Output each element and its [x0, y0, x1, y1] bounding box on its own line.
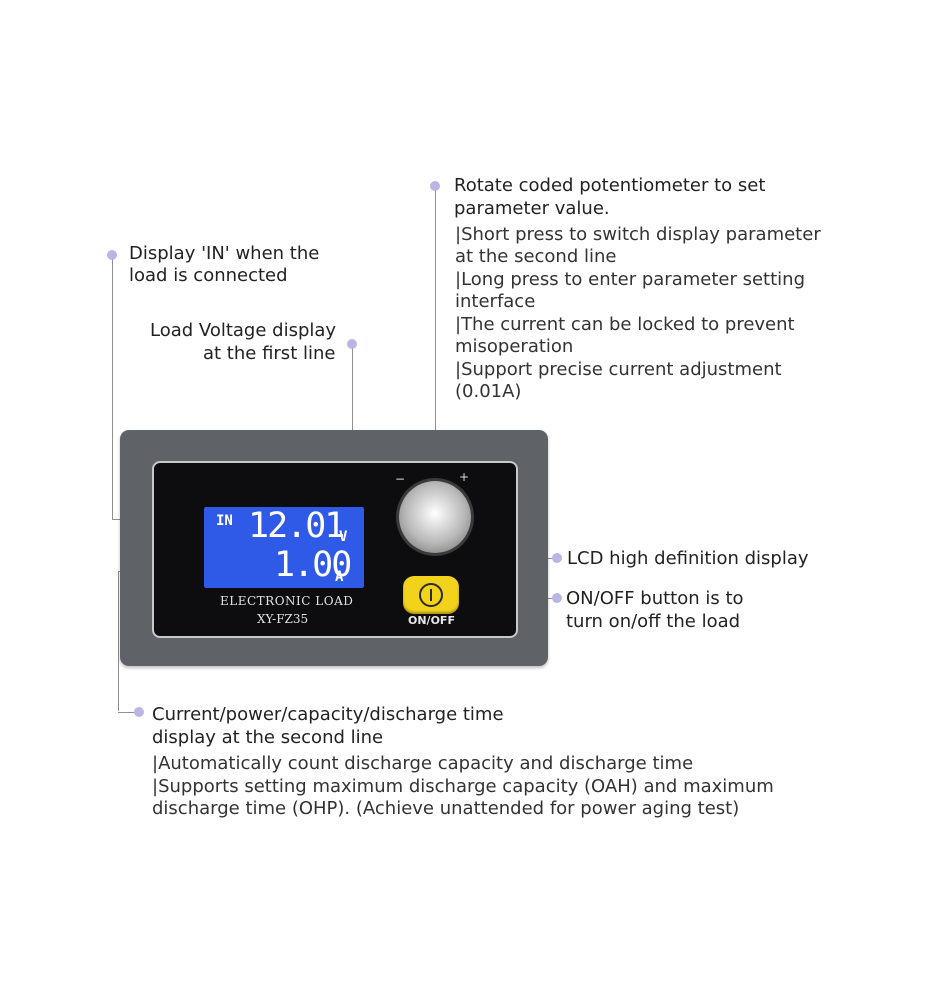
- leader-line-potentiometer: [435, 188, 436, 488]
- label-potentiometer-1: Rotate coded potentiometer to set: [454, 175, 766, 196]
- label-potentiometer-2: parameter value.: [454, 198, 610, 219]
- bullet-load-voltage: [347, 339, 357, 349]
- bullet-onoff: [552, 593, 562, 603]
- label-display-in-1: Display 'IN' when the: [129, 243, 320, 264]
- lcd-voltage-unit: V: [339, 529, 348, 545]
- lcd-voltage-value: 12.01: [248, 506, 345, 546]
- label-onoff-2: turn on/off the load: [566, 611, 741, 632]
- bullet-lcd: [552, 553, 562, 563]
- label-second-line-1: Current/power/capacity/discharge time: [152, 704, 504, 725]
- leader-line-second-foot: [118, 712, 138, 713]
- label-load-voltage-1: Load Voltage display: [150, 320, 337, 341]
- onoff-button[interactable]: [403, 576, 459, 614]
- lcd-current-value: 1.00: [274, 545, 352, 585]
- onoff-button-label: ON/OFF: [408, 614, 455, 627]
- pot-detail-5: |The current can be locked to prevent: [455, 314, 795, 335]
- pot-detail-3: |Long press to enter parameter setting: [455, 269, 806, 290]
- pot-detail-4: interface: [455, 291, 536, 312]
- power-icon: [419, 583, 443, 607]
- second-detail-2: |Supports setting maximum discharge capa…: [152, 776, 774, 797]
- lcd-in-indicator: IN: [216, 513, 233, 529]
- leader-line-second-v: [118, 571, 119, 711]
- pot-detail-7: |Support precise current adjustment: [455, 359, 782, 380]
- bullet-potentiometer: [430, 181, 440, 191]
- pot-detail-8: (0.01A): [455, 381, 522, 402]
- label-second-line-2: display at the second line: [152, 727, 384, 748]
- bullet-display-in: [107, 250, 117, 260]
- knob-plus-mark: +: [459, 470, 470, 484]
- knob-minus-mark: −: [395, 472, 406, 486]
- second-detail-3: discharge time (OHP). (Achieve unattende…: [152, 798, 740, 819]
- label-display-in-2: load is connected: [129, 265, 288, 286]
- label-lcd: LCD high definition display: [567, 548, 809, 569]
- bullet-second-line: [134, 707, 144, 717]
- device-brand-label: ELECTRONIC LOAD: [220, 594, 354, 608]
- lcd-display: IN 12.01 V 1.00 A: [204, 506, 364, 588]
- label-load-voltage-2: at the first line: [203, 343, 336, 364]
- pot-detail-6: misoperation: [455, 336, 574, 357]
- pot-detail-2: at the second line: [455, 246, 617, 267]
- pot-detail-1: |Short press to switch display parameter: [455, 224, 821, 245]
- leader-line-in-v: [112, 256, 113, 520]
- second-detail-1: |Automatically count discharge capacity …: [152, 753, 694, 774]
- lcd-current-unit: A: [335, 569, 344, 585]
- potentiometer-knob[interactable]: [399, 481, 471, 553]
- device-model-label: XY-FZ35: [257, 612, 309, 626]
- label-onoff-1: ON/OFF button is to: [566, 588, 744, 609]
